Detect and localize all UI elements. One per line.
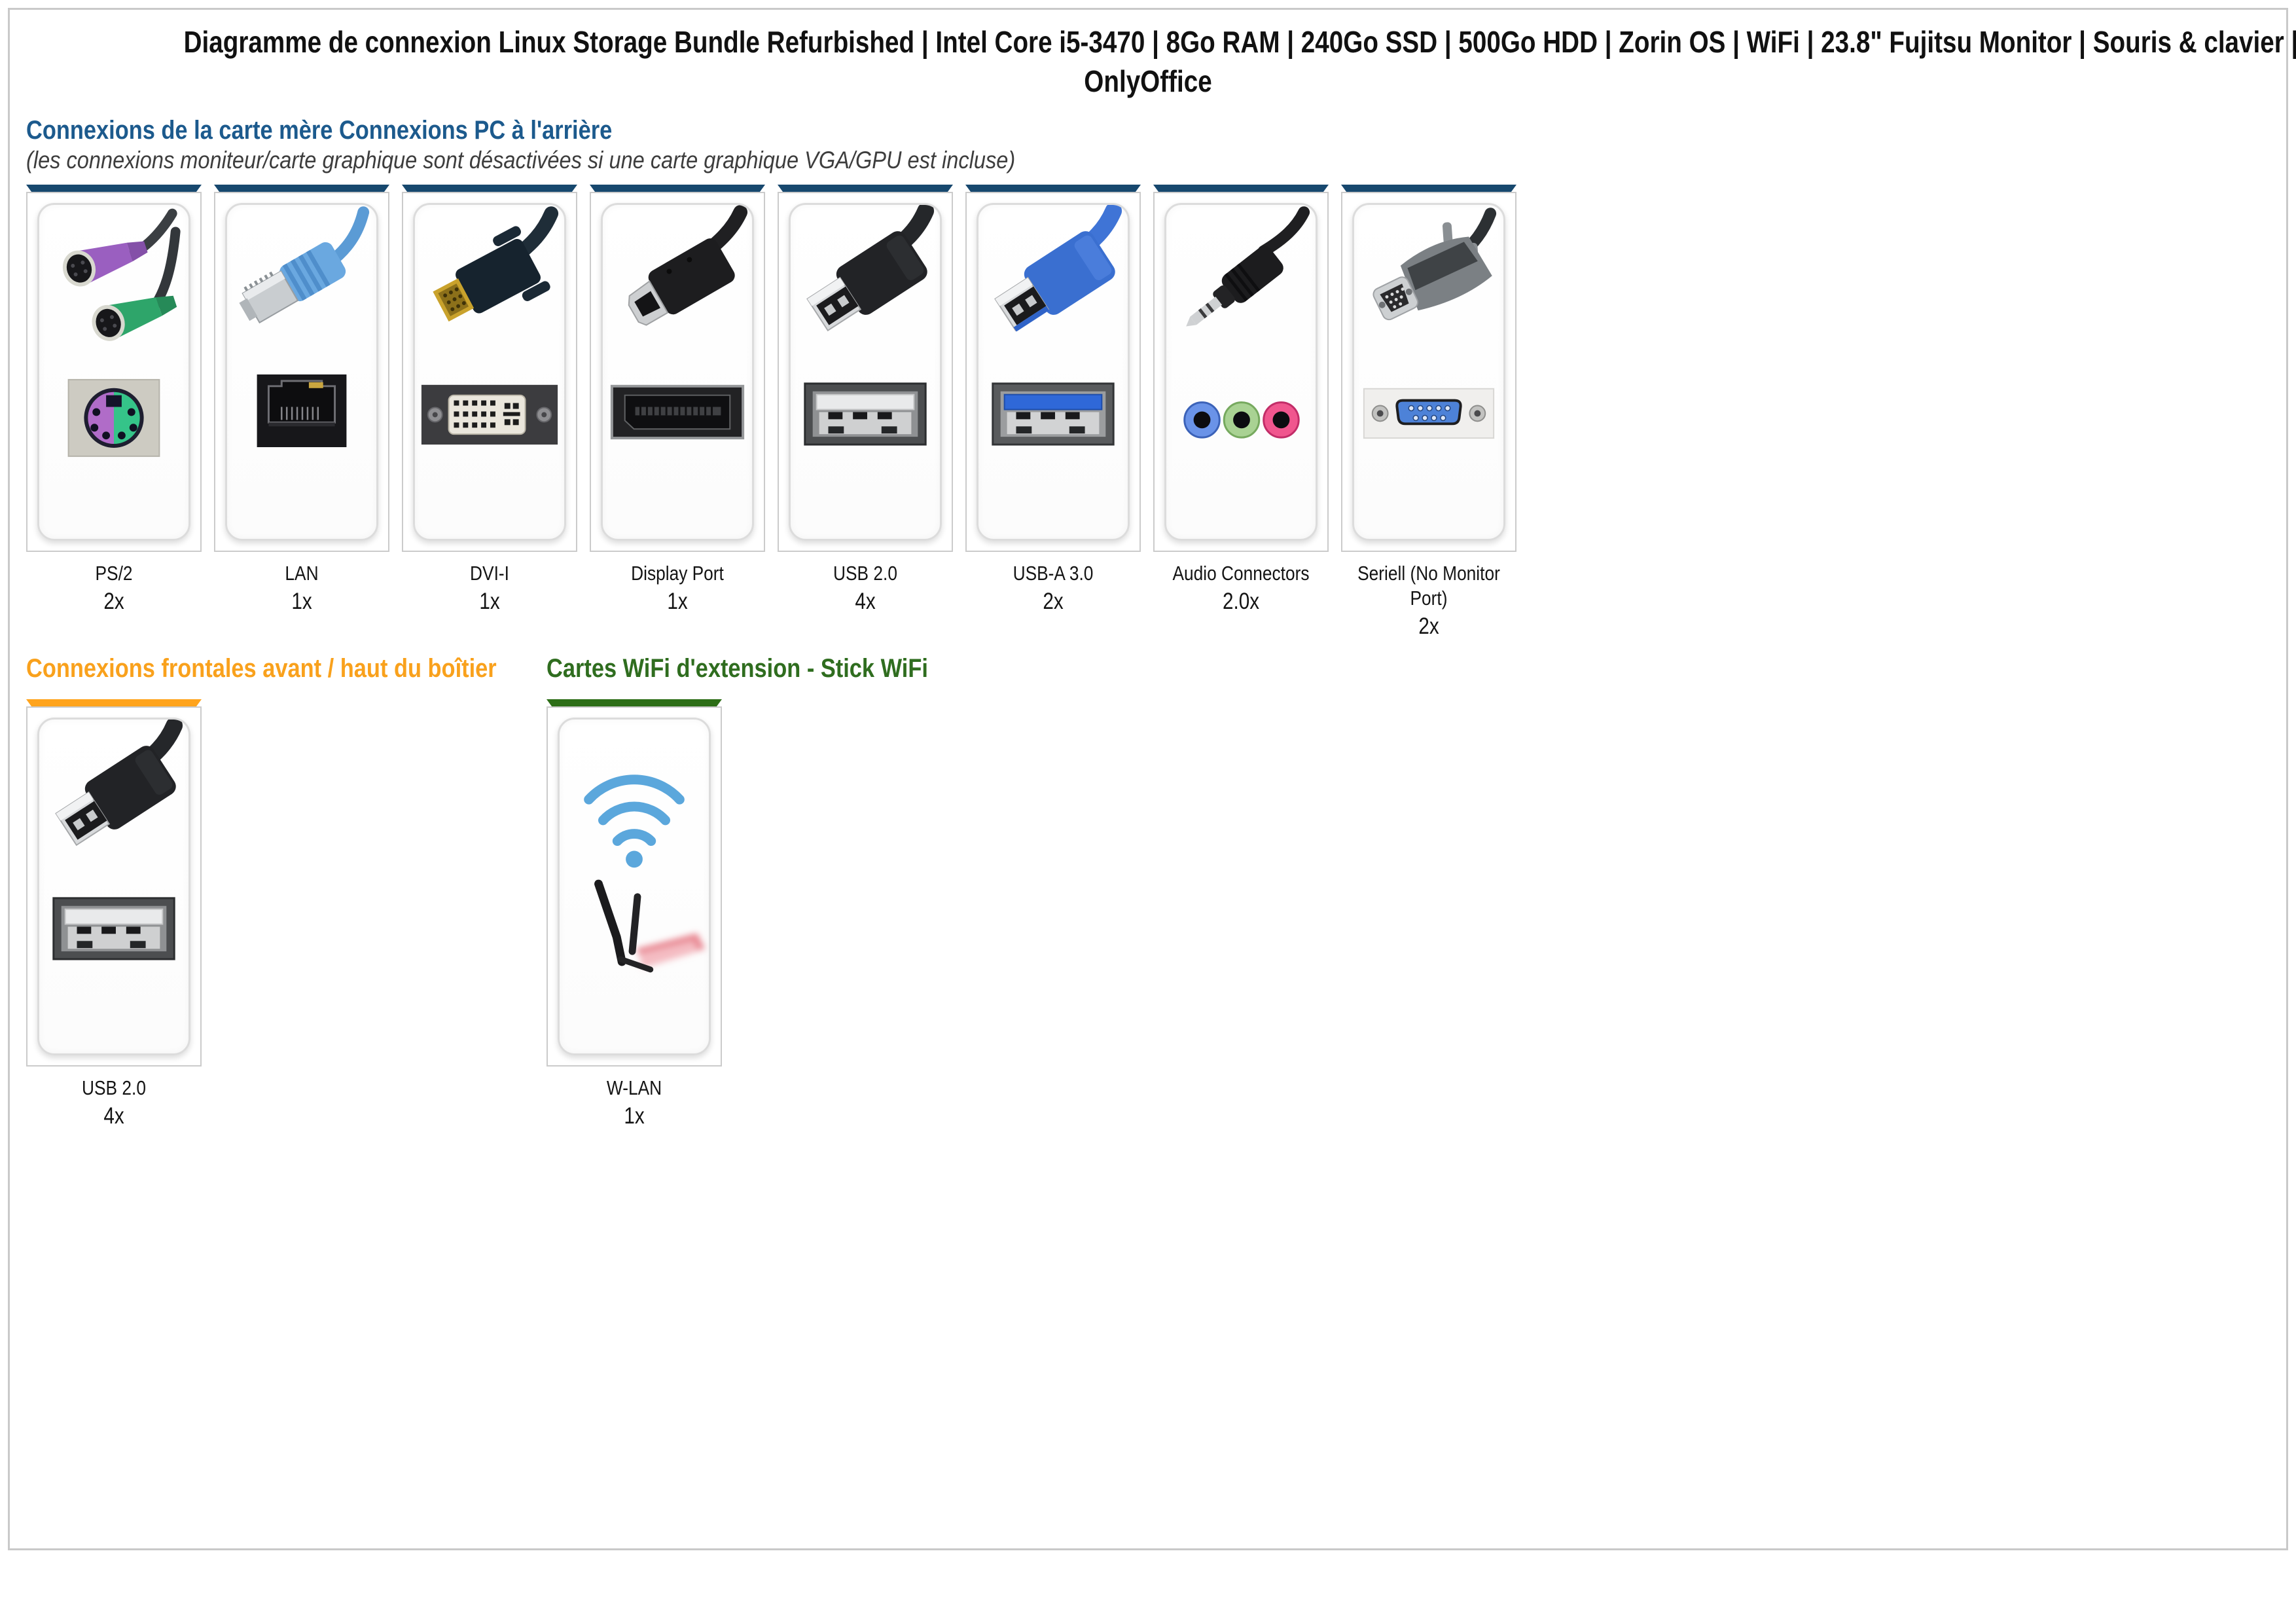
dvi-illustration	[421, 206, 559, 445]
connector-count: 1x	[624, 1103, 645, 1129]
card-accent-bar	[1341, 185, 1516, 192]
usb2-front-illustration	[52, 720, 183, 960]
usb3-illustration	[992, 205, 1122, 446]
audio-jack-plug-image	[1186, 246, 1283, 327]
connector-count: 2x	[1418, 613, 1439, 639]
wifi-signal-dot	[626, 850, 643, 868]
connector-card-serial: Seriell (No Monitor Port) 2x	[1341, 185, 1516, 641]
page-title-line2: OnlyOffice	[1084, 64, 1212, 98]
card-accent-bar	[214, 185, 389, 192]
card-accent-bar	[965, 185, 1141, 192]
connector-card-usb2-front: USB 2.0 4x	[26, 699, 202, 1131]
displayport-illustration	[610, 205, 748, 440]
usb2-port-image	[804, 382, 927, 446]
card-accent-bar	[1153, 185, 1329, 192]
wifi-stick-image	[594, 879, 706, 973]
connector-label: USB 2.0	[833, 562, 897, 585]
card-accent-bar	[547, 699, 722, 706]
dvi-plug-image	[433, 226, 550, 322]
serial-illustration	[1363, 208, 1497, 439]
connector-label: PS/2	[95, 562, 133, 585]
usb3-port-image	[992, 382, 1115, 446]
connector-label: Display Port	[631, 562, 724, 585]
connector-card-ps2: PS/2 2x	[26, 185, 202, 641]
connector-card-lan: LAN 1x	[214, 185, 389, 641]
connector-card-usb3: USB-A 3.0 2x	[965, 185, 1141, 641]
ps2-mouse-plug-image	[92, 295, 177, 341]
usb2-port-image	[52, 897, 175, 960]
connector-card-usb2-rear: USB 2.0 4x	[778, 185, 953, 641]
serial-plug-image	[1372, 222, 1492, 321]
page-title-line1: Diagramme de connexion Linux Storage Bun…	[183, 25, 2296, 59]
connector-count: 2x	[1043, 589, 1064, 614]
connector-card-dvi: DVI-I 1x	[402, 185, 577, 641]
connector-card-wlan: W-LAN 1x	[547, 699, 722, 1131]
audio-illustration	[1183, 206, 1310, 439]
connector-label: DVI-I	[470, 562, 509, 585]
ps2-keyboard-plug-image	[62, 241, 148, 287]
rear-section-note: (les connexions moniteur/carte graphique…	[26, 147, 1016, 173]
usb2-illustration	[804, 205, 935, 446]
wifi-signal-icon	[584, 775, 685, 847]
connector-count: 2x	[103, 589, 124, 614]
wlan-illustration	[584, 775, 706, 973]
rear-section-heading: Connexions de la carte mère Connexions P…	[26, 116, 613, 145]
connector-count: 1x	[667, 589, 688, 614]
connector-label: Audio Connectors	[1172, 562, 1310, 585]
card-accent-bar	[402, 185, 577, 192]
displayport-port-image	[610, 384, 745, 440]
card-accent-bar	[26, 185, 202, 192]
ps2-port-image	[67, 378, 160, 457]
connector-label: LAN	[285, 562, 319, 585]
lan-plug-image	[239, 242, 346, 324]
usb3-plug-image	[994, 231, 1115, 332]
card-accent-bar	[26, 699, 202, 706]
connector-label: W-LAN	[606, 1076, 662, 1099]
connector-count: 1x	[479, 589, 500, 614]
connector-count: 4x	[855, 589, 876, 614]
card-accent-bar	[590, 185, 765, 192]
lan-illustration	[239, 206, 370, 447]
audio-ports-image	[1183, 401, 1300, 439]
connector-label: USB-A 3.0	[1013, 562, 1094, 585]
usb2-plug-image	[55, 746, 176, 847]
lan-port-image	[257, 374, 347, 447]
connector-card-displayport: Display Port 1x	[590, 185, 765, 641]
connector-card-audio: Audio Connectors 2.0x	[1153, 185, 1329, 641]
ps2-illustration	[62, 208, 181, 457]
wifi-section-heading: Cartes WiFi d'extension - Stick WiFi	[547, 654, 928, 683]
usb2-plug-image	[806, 231, 927, 332]
connector-label: USB 2.0	[82, 1076, 146, 1099]
serial-port-image	[1363, 388, 1495, 439]
connector-count: 4x	[103, 1103, 124, 1129]
page-title: Diagramme de connexion Linux Storage Bun…	[0, 22, 2296, 101]
connector-count: 1x	[291, 589, 312, 614]
rear-connector-row: PS/2 2x	[26, 185, 1516, 641]
audio-cable	[1257, 206, 1310, 257]
connector-count: 2.0x	[1222, 589, 1260, 614]
connector-label: Seriell (No Monitor Port)	[1357, 562, 1500, 610]
card-accent-bar	[778, 185, 953, 192]
displayport-plug-image	[628, 238, 735, 326]
dvi-port-image	[421, 384, 558, 445]
front-section-heading: Connexions frontales avant / haut du boî…	[26, 654, 497, 683]
